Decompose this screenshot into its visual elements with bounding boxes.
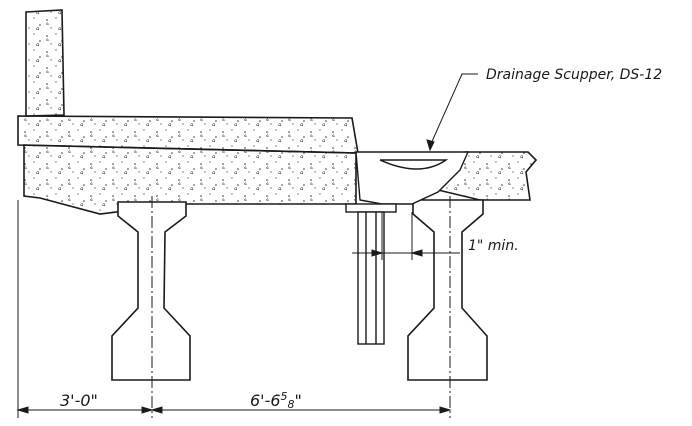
clearance-label: 1" min. — [468, 238, 519, 254]
drainage-scupper — [345, 151, 470, 345]
slab-overhang — [23, 144, 357, 215]
callout-leader — [426, 73, 478, 152]
callout-label: Drainage Scupper, DS-12 — [486, 67, 662, 83]
dimension-label-right: 6'-658" — [250, 390, 302, 411]
clearance-dimension — [352, 212, 460, 260]
right-girder — [407, 199, 488, 381]
dimension-line — [16, 406, 452, 414]
parapet — [25, 9, 65, 117]
dimension-label-left: 3'-0" — [60, 391, 98, 410]
left-girder — [111, 201, 191, 381]
